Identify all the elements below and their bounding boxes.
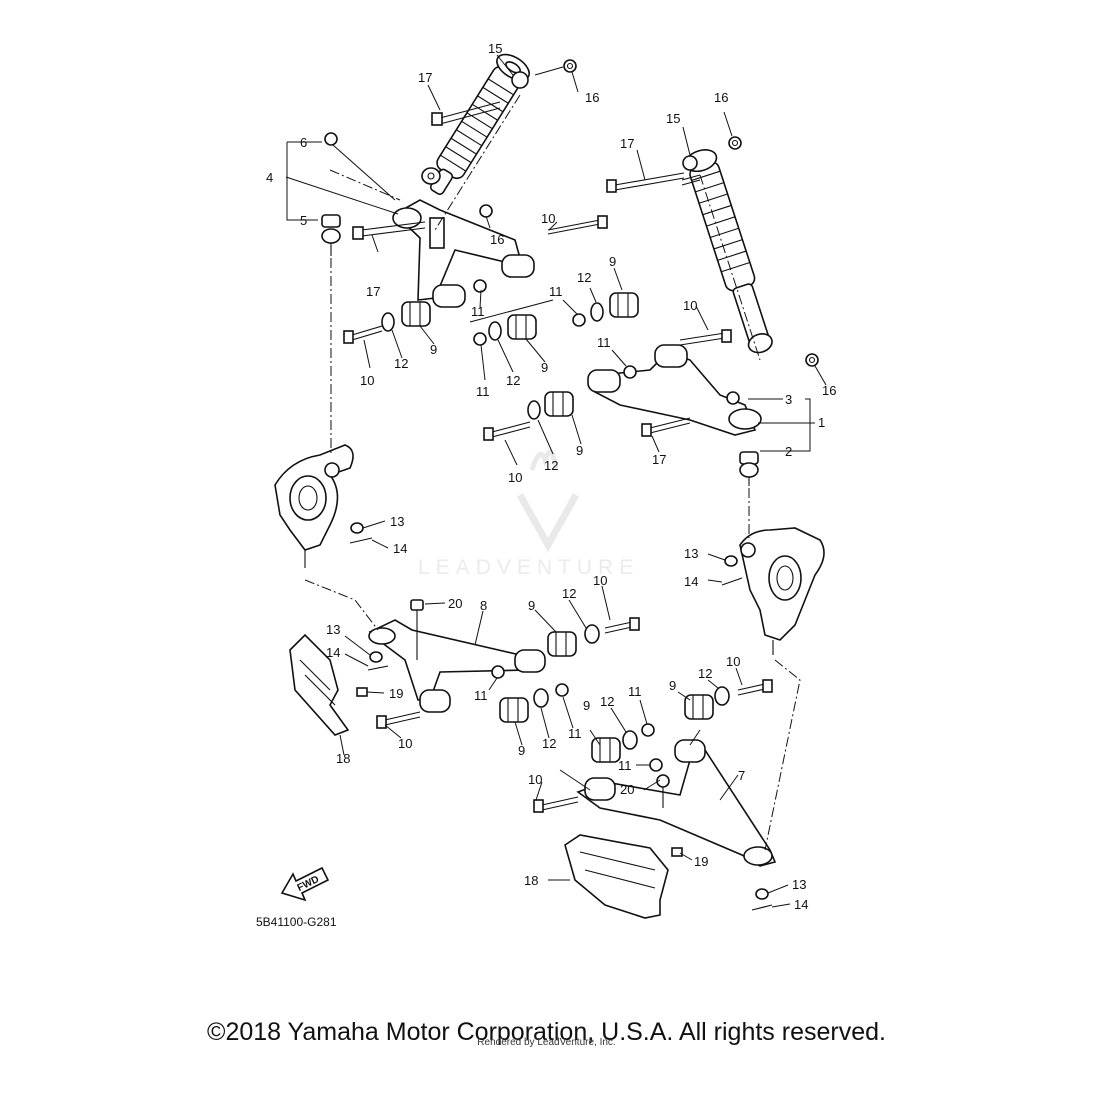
callout-2: 2 [785,444,792,459]
assembly-lines [304,94,801,851]
callout-13: 13 [326,622,340,637]
callout-12: 12 [542,736,556,751]
fwd-label: FWD [296,874,321,894]
right-skid-plate-18 [564,834,683,919]
callout-19: 19 [694,854,708,869]
callout-1: 1 [818,415,825,430]
fwd-arrow-icon: FWD [280,866,330,902]
callout-14: 14 [684,574,698,589]
callout-4: 4 [266,170,273,185]
callout-5: 5 [300,213,307,228]
callout-16: 16 [714,90,728,105]
callout-12: 12 [698,666,712,681]
right-lower-a-arm [576,739,777,867]
callout-11: 11 [568,726,582,741]
bolt-17-right-shock [606,172,701,193]
callout-8: 8 [480,598,487,613]
watermark-text: LEADVENTURE [418,556,639,579]
right-knuckle-nut-pin [721,555,743,586]
callout-9: 9 [583,698,590,713]
callout-10: 10 [360,373,374,388]
callout-17: 17 [652,452,666,467]
callout-10: 10 [726,654,740,669]
ball-joint-5 [321,214,341,256]
callout-9: 9 [430,342,437,357]
right-shock-absorber [682,149,773,354]
callout-14: 14 [326,645,340,660]
watermark-logo: LEADVENTURE [418,449,639,579]
callout-9: 9 [518,743,525,758]
left-lower-a-arm [368,599,546,713]
callout-10: 10 [541,211,555,226]
callout-12: 12 [562,586,576,601]
callout-9: 9 [609,254,616,269]
callout-15: 15 [488,41,502,56]
callout-17: 17 [620,136,634,151]
callout-12: 12 [544,458,558,473]
callout-12: 12 [506,373,520,388]
callout-9: 9 [669,678,676,693]
callout-18: 18 [524,873,538,888]
nut-16-right-shock [728,136,742,150]
callout-10: 10 [593,573,607,588]
callout-11: 11 [597,335,611,350]
left-upper-a-arm [324,132,535,308]
callout-11: 11 [549,284,563,299]
leader-lines [285,54,827,908]
callout-16: 16 [490,232,504,247]
callout-19: 19 [389,686,403,701]
callout-12: 12 [600,694,614,709]
nut-16-upper-left [534,59,577,76]
left-steering-knuckle [274,444,354,568]
callout-10: 10 [683,298,697,313]
callout-6: 6 [300,135,307,150]
callout-9: 9 [541,360,548,375]
left-shock-absorber [421,53,530,195]
callout-16: 16 [822,383,836,398]
callout-labels: 15 17 16 6 4 5 16 17 10 11 12 9 10 12 9 … [266,41,836,912]
diagram-code: 5B41100-G281 [256,915,337,929]
callout-15: 15 [666,111,680,126]
left-upper-arm-hardware [343,215,608,346]
callout-11: 11 [474,688,488,703]
right-steering-knuckle [739,527,825,655]
callout-12: 12 [394,356,408,371]
right-lower-hardware [533,679,773,911]
callout-12: 12 [577,270,591,285]
callout-13: 13 [390,514,404,529]
callout-14: 14 [794,897,808,912]
callout-17: 17 [418,70,432,85]
callout-9: 9 [528,598,535,613]
callout-9: 9 [576,443,583,458]
callout-11: 11 [618,758,632,773]
callout-13: 13 [792,877,806,892]
bolt-17-upper-left [431,101,501,126]
bolt-17-left-arm [352,221,426,240]
callout-18: 18 [336,751,350,766]
callout-14: 14 [393,541,407,556]
callout-10: 10 [398,736,412,751]
callout-10: 10 [528,772,542,787]
callout-3: 3 [785,392,792,407]
ball-joint-2 [739,451,759,486]
rendered-by-notice: Rendered by LeadVenture, Inc. [477,1037,616,1048]
callout-17: 17 [366,284,380,299]
callout-13: 13 [684,546,698,561]
left-skid-plate-18 [289,633,368,736]
left-lower-hardware [367,617,640,729]
copyright-notice: ©2018 Yamaha Motor Corporation, U.S.A. A… [207,1018,886,1046]
callout-20: 20 [448,596,462,611]
callout-16: 16 [585,90,599,105]
callout-20: 20 [620,782,634,797]
callout-10: 10 [508,470,522,485]
callout-11: 11 [476,384,490,399]
callout-11: 11 [628,684,642,699]
callout-7: 7 [738,768,745,783]
callout-11: 11 [471,304,485,319]
right-upper-arm-hardware [483,292,819,441]
